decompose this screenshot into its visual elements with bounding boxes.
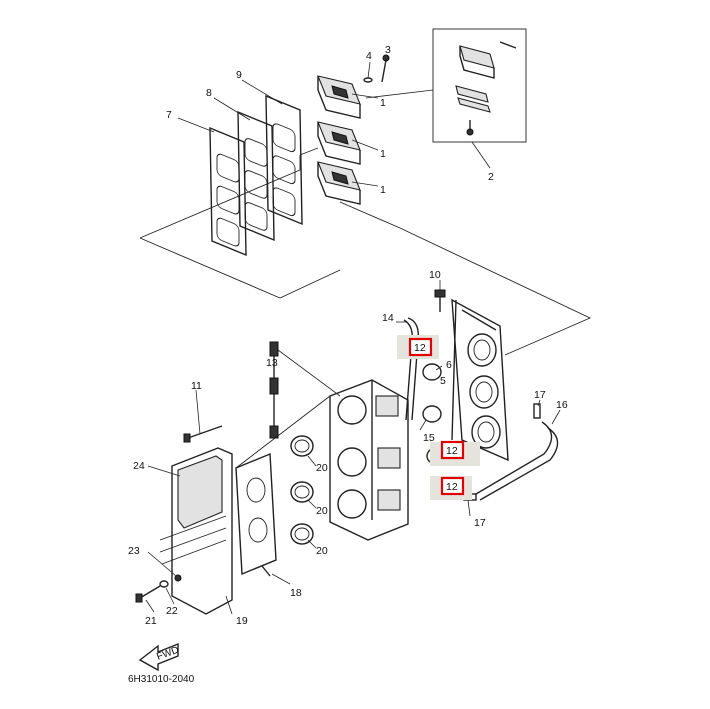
callout-1c: 1 (380, 184, 386, 196)
link-rod-13[interactable] (269, 341, 279, 439)
inset-leader (365, 89, 434, 99)
hose-16[interactable] (475, 421, 559, 501)
silencer-gasket-18[interactable] (235, 452, 277, 577)
callout-4: 4 (366, 50, 372, 62)
o-ring-20-top[interactable] (290, 435, 314, 457)
callout-15: 15 (423, 432, 435, 444)
screw-3[interactable] (381, 54, 390, 83)
callout-3: 3 (385, 44, 391, 56)
inset-reed-assembly[interactable] (432, 28, 527, 143)
callout-8: 8 (206, 87, 212, 99)
callout-13: 13 (266, 357, 278, 369)
callout-19: 19 (236, 615, 248, 627)
svg-text:12: 12 (414, 342, 426, 354)
gasket-7[interactable] (209, 126, 247, 257)
diagram-code: 6H31010-2040 (128, 674, 195, 685)
bolt-10[interactable] (434, 289, 446, 312)
washer-4[interactable] (363, 77, 373, 83)
silencer-cover-24[interactable] (159, 447, 233, 615)
callout-24: 24 (133, 460, 145, 472)
callout-2: 2 (488, 171, 494, 183)
reed-valve-bottom[interactable] (317, 161, 361, 205)
callout-22: 22 (166, 605, 178, 617)
callout-6: 6 (446, 359, 452, 371)
callout-12-highlight-a[interactable]: 12 (408, 337, 433, 357)
callout-1a: 1 (380, 97, 386, 109)
callout-7: 7 (166, 109, 172, 121)
leader-lines (145, 55, 561, 615)
screw-21[interactable] (135, 585, 161, 603)
carburetor-assembly[interactable] (329, 379, 409, 541)
intake-manifold[interactable] (451, 298, 509, 462)
hose-14[interactable] (403, 317, 419, 421)
bolt-11[interactable] (183, 425, 223, 443)
callout-12-highlight-b[interactable]: 12 (440, 440, 465, 460)
fwd-arrow: FWD (138, 642, 180, 672)
callout-5: 5 (440, 375, 446, 387)
callout-20b: 20 (316, 505, 328, 517)
svg-text:12: 12 (446, 481, 458, 493)
callout-20a: 20 (316, 462, 328, 474)
callout-labels: 1 1 1 2 3 4 7 8 9 10 14 6 5 15 17 16 17 … (128, 44, 568, 627)
callout-17b: 17 (474, 517, 486, 529)
reed-valve-middle[interactable] (317, 121, 361, 165)
callout-17a: 17 (534, 389, 546, 401)
callout-9: 9 (236, 69, 242, 81)
leader-13-link (277, 349, 341, 397)
washer-22[interactable] (159, 580, 169, 588)
upper-group-frame (139, 147, 592, 356)
silencer-frame-line (235, 395, 331, 469)
gasket-8[interactable] (237, 110, 275, 242)
callout-21: 21 (145, 615, 157, 627)
callout-14: 14 (382, 312, 394, 324)
leader-2 (471, 141, 491, 169)
svg-text:12: 12 (446, 445, 458, 457)
o-ring-20-middle[interactable] (290, 481, 314, 503)
callout-20c: 20 (316, 545, 328, 557)
gasket-9[interactable] (265, 94, 303, 226)
o-ring-20-bottom[interactable] (290, 523, 314, 545)
callout-10: 10 (429, 269, 441, 281)
callout-1b: 1 (380, 148, 386, 160)
o-ring-15-upper[interactable] (422, 363, 442, 381)
callout-11: 11 (191, 380, 202, 392)
callout-16: 16 (556, 399, 568, 411)
callout-12-highlight-c[interactable]: 12 (440, 476, 465, 496)
callout-23: 23 (128, 545, 140, 557)
callout-18: 18 (290, 587, 302, 599)
reed-valve-top[interactable] (317, 75, 361, 119)
